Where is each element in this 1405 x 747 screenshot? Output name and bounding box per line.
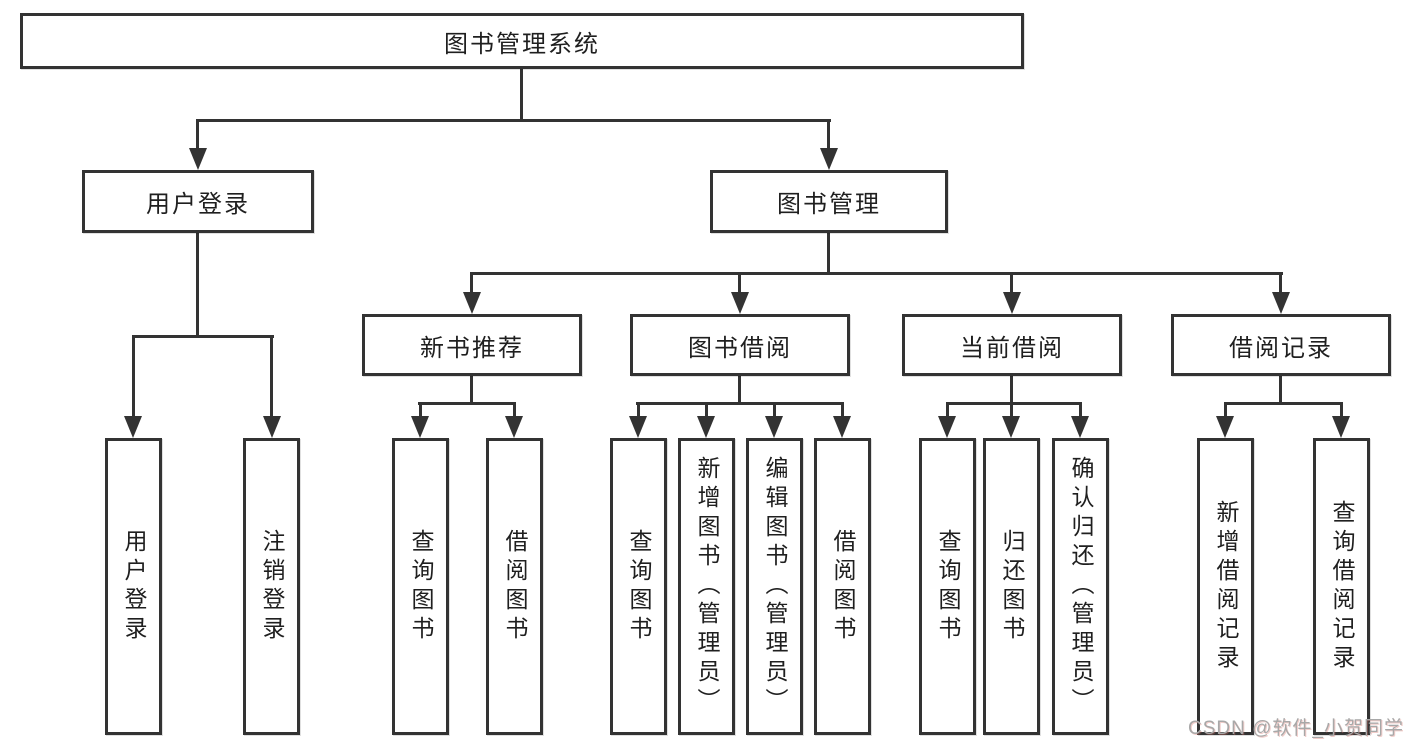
connector-vline	[1010, 402, 1013, 419]
arrow-down-icon	[263, 416, 281, 438]
leaf-label: 查询借阅记录	[1329, 499, 1355, 674]
arrow-down-icon	[1332, 416, 1350, 438]
connector-vline	[773, 402, 776, 419]
node-label: 用户登录	[146, 191, 250, 218]
node-label: 当前借阅	[960, 334, 1064, 362]
arrow-down-icon	[833, 416, 851, 438]
leaf-query-borrow-record: 查询借阅记录	[1313, 438, 1370, 735]
arrow-down-icon	[411, 416, 429, 438]
connector-vline	[827, 233, 830, 274]
leaf-label: 新增图书（管理员）	[694, 456, 720, 717]
node-label: 图书管理	[777, 191, 881, 218]
leaf-logout: 注销登录	[243, 438, 300, 735]
arrow-down-icon	[731, 292, 749, 314]
leaf-user-login: 用户登录	[105, 438, 162, 735]
connector-hline	[636, 402, 844, 405]
connector-hline	[470, 272, 1283, 275]
node-label: 借阅记录	[1229, 334, 1333, 362]
arrow-down-icon	[820, 148, 838, 170]
connector-vline	[196, 233, 199, 337]
connector-vline	[738, 272, 741, 295]
connector-vline	[470, 376, 473, 404]
arrow-down-icon	[1216, 416, 1234, 438]
leaf-label: 查询图书	[935, 528, 961, 645]
node-new-book-recommend: 新书推荐	[362, 314, 582, 376]
leaf-query-book: 查询图书	[919, 438, 976, 735]
connector-vline	[738, 376, 741, 404]
node-root-label: 图书管理系统	[444, 30, 600, 58]
node-book-borrow: 图书借阅	[630, 314, 850, 376]
leaf-add-book-admin: 新增图书（管理员）	[678, 438, 735, 735]
leaf-label: 确认归还（管理员）	[1068, 456, 1094, 717]
connector-vline	[637, 402, 640, 419]
arrow-down-icon	[463, 292, 481, 314]
leaf-label: 新增借阅记录	[1213, 499, 1239, 674]
connector-hline	[197, 119, 831, 122]
connector-hline	[418, 402, 516, 405]
arrow-down-icon	[1071, 416, 1089, 438]
arrow-down-icon	[124, 416, 142, 438]
node-label: 图书借阅	[688, 334, 792, 362]
leaf-borrow-book: 借阅图书	[814, 438, 871, 735]
connector-vline	[1010, 376, 1013, 404]
watermark: CSDN @软件_小贺同学	[1188, 718, 1404, 739]
connector-vline	[841, 402, 844, 419]
connector-vline	[132, 335, 135, 418]
leaf-label: 编辑图书（管理员）	[762, 456, 788, 717]
node-book-management: 图书管理	[710, 170, 948, 233]
node-root: 图书管理系统	[20, 13, 1024, 69]
leaf-label: 查询图书	[408, 528, 434, 645]
connector-vline	[1279, 376, 1282, 404]
arrow-down-icon	[1272, 292, 1290, 314]
connector-vline	[1224, 402, 1227, 419]
leaf-label: 用户登录	[121, 528, 147, 645]
connector-vline	[1010, 272, 1013, 295]
connector-vline	[946, 402, 949, 419]
leaf-label: 借阅图书	[502, 528, 528, 645]
connector-vline	[419, 402, 422, 419]
node-borrow-records: 借阅记录	[1171, 314, 1391, 376]
leaf-label: 查询图书	[626, 528, 652, 645]
arrow-down-icon	[765, 416, 783, 438]
connector-vline	[513, 402, 516, 419]
arrow-down-icon	[189, 148, 207, 170]
leaf-query-book: 查询图书	[392, 438, 449, 735]
connector-vline	[1079, 402, 1082, 419]
connector-hline	[946, 402, 1082, 405]
connector-vline	[827, 119, 830, 152]
leaf-add-borrow-record: 新增借阅记录	[1197, 438, 1254, 735]
node-current-borrow: 当前借阅	[902, 314, 1122, 376]
connector-vline	[705, 402, 708, 419]
connector-hline	[1224, 402, 1343, 405]
arrow-down-icon	[629, 416, 647, 438]
arrow-down-icon	[1002, 416, 1020, 438]
connector-vline	[470, 272, 473, 295]
leaf-label: 归还图书	[999, 528, 1025, 645]
leaf-label: 注销登录	[259, 528, 285, 645]
connector-vline	[1279, 272, 1282, 295]
arrow-down-icon	[1003, 292, 1021, 314]
leaf-borrow-book: 借阅图书	[486, 438, 543, 735]
leaf-label: 借阅图书	[830, 528, 856, 645]
leaf-query-book: 查询图书	[610, 438, 667, 735]
node-user-login: 用户登录	[82, 170, 314, 233]
leaf-return-book: 归还图书	[983, 438, 1040, 735]
connector-vline	[520, 69, 523, 120]
connector-vline	[196, 119, 199, 152]
leaf-edit-book-admin: 编辑图书（管理员）	[746, 438, 803, 735]
arrow-down-icon	[505, 416, 523, 438]
arrow-down-icon	[697, 416, 715, 438]
node-label: 新书推荐	[420, 334, 524, 362]
connector-hline	[132, 335, 274, 338]
connector-vline	[1340, 402, 1343, 419]
arrow-down-icon	[938, 416, 956, 438]
leaf-confirm-return-admin: 确认归还（管理员）	[1052, 438, 1109, 735]
connector-vline	[270, 335, 273, 418]
